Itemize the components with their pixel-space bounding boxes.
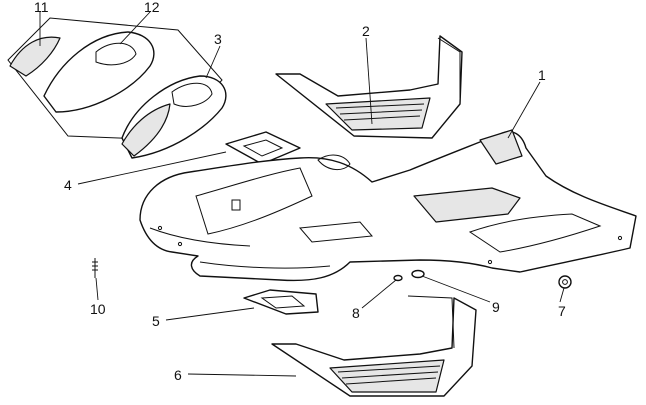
nut-7 — [558, 275, 572, 289]
callout-5: 5 — [152, 313, 160, 329]
callout-8: 8 — [352, 305, 360, 321]
bolt-10 — [92, 258, 98, 278]
left-footrest-2 — [275, 35, 463, 139]
callout-4: 4 — [64, 177, 72, 193]
callout-11: 11 — [34, 0, 49, 15]
front-cover-12 — [43, 31, 155, 113]
leader-12 — [119, 11, 151, 45]
vent-grille-right — [121, 103, 171, 157]
callout-7: 7 — [558, 303, 566, 319]
leader-8 — [361, 279, 397, 309]
leader-5 — [165, 307, 255, 321]
washer-9 — [411, 269, 425, 279]
cover-3-crown — [171, 82, 213, 107]
leader-3 — [205, 45, 221, 79]
callout-1: 1 — [538, 67, 546, 83]
leader-10 — [95, 277, 99, 301]
vent-grille-left — [9, 36, 61, 77]
callout-6: 6 — [174, 367, 182, 383]
callout-3: 3 — [214, 31, 222, 47]
screw-8 — [393, 274, 403, 282]
inset-frame — [7, 17, 223, 141]
callout-labels: 11 12 3 2 1 4 5 6 10 7 8 9 — [34, 0, 566, 383]
plate-4 — [225, 131, 301, 165]
leader-4 — [77, 151, 227, 185]
panel-5 — [243, 289, 319, 315]
callout-2: 2 — [362, 23, 370, 39]
main-body-1 — [139, 129, 637, 282]
right-footrest-6 — [271, 295, 477, 397]
callout-9: 9 — [492, 299, 500, 315]
leader-7 — [559, 287, 565, 303]
leader-9 — [421, 275, 491, 303]
leader-lines — [39, 11, 565, 377]
callout-12: 12 — [144, 0, 160, 15]
front-fairing-inset — [7, 17, 227, 159]
cover-12-crown — [95, 42, 137, 66]
callout-10: 10 — [90, 301, 106, 317]
leader-6 — [187, 373, 297, 377]
leader-1 — [507, 81, 541, 139]
leader-2 — [365, 37, 373, 125]
